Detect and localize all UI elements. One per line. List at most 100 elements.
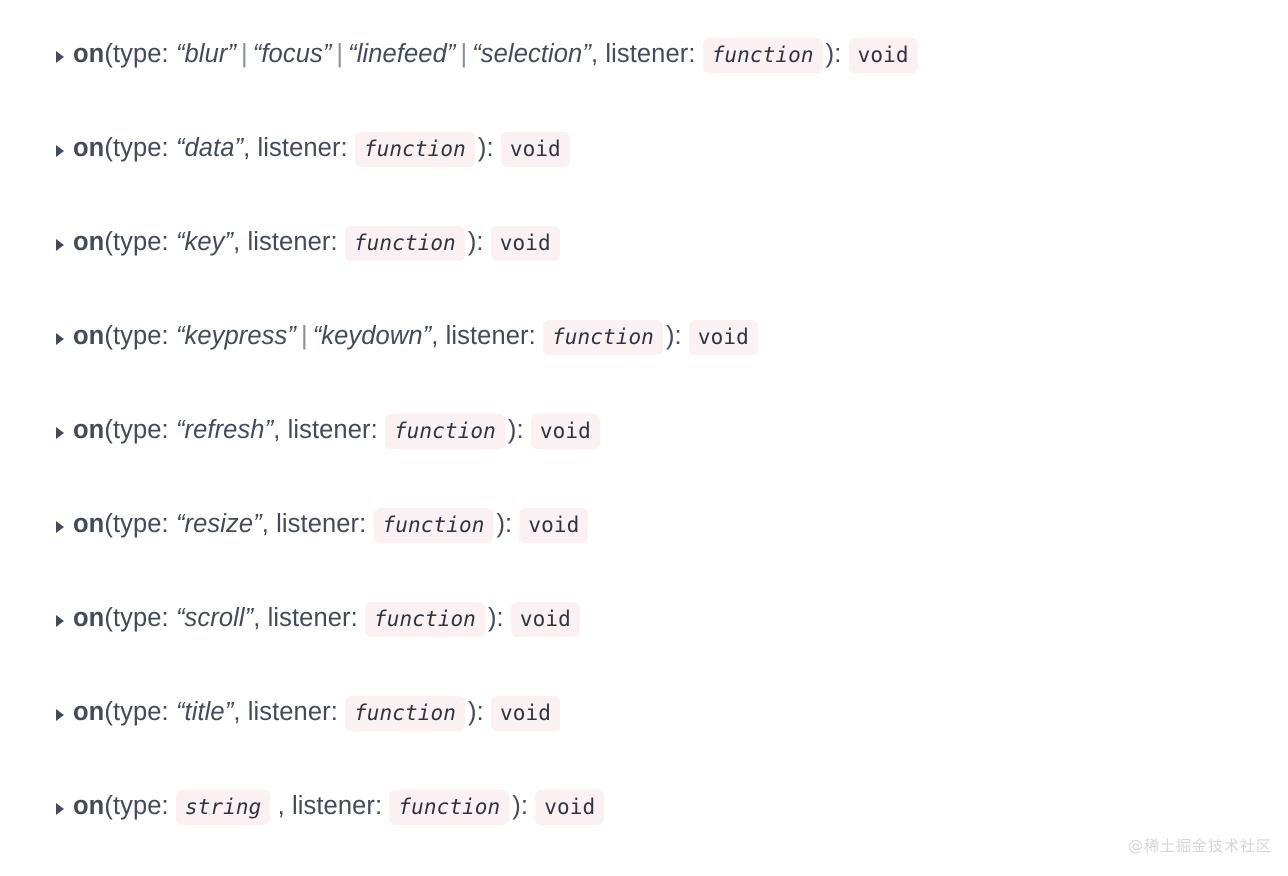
open-paren: ( [104,416,113,444]
param-separator-comma: , [253,604,261,632]
signature-row[interactable]: on(type: “title”, listener: function): v… [0,688,1288,782]
listener-type-code: function [542,320,663,355]
param-separator-comma: , [233,228,241,256]
return-colon: : [520,792,529,820]
type-union-separator: | [241,40,248,68]
type-value: “keypress” [175,322,296,350]
triangle-right-icon[interactable] [56,51,64,63]
type-param-label: type: [112,228,169,256]
signature-text: on(type: “keypress”|“keydown”, listener:… [73,312,758,361]
triangle-right-icon[interactable] [56,333,64,345]
method-name: on [73,792,105,820]
signature-row[interactable]: on(type: “refresh”, listener: function):… [0,406,1288,500]
signature-row[interactable]: on(type: “data”, listener: function): vo… [0,124,1288,218]
triangle-right-icon[interactable] [56,521,64,533]
type-union-separator: | [460,40,468,68]
open-paren: ( [104,698,113,726]
return-type-code: void [519,508,589,543]
signature-row[interactable]: on(type: “resize”, listener: function): … [0,500,1288,594]
method-name: on [73,134,105,162]
triangle-right-icon[interactable] [56,709,64,721]
return-type-code: void [688,320,758,355]
type-value: “linefeed” [348,40,456,68]
type-param-label: type: [112,40,169,68]
type-value: “title” [175,698,234,726]
param-separator-comma: , [261,510,269,538]
signature-row[interactable]: on(type: “key”, listener: function): voi… [0,218,1288,312]
param-separator-comma: , [590,40,599,68]
listener-type-code: function [384,414,505,449]
listener-param-label: listener: [247,698,338,726]
triangle-right-icon[interactable] [56,615,64,627]
return-type-code: void [500,132,570,167]
triangle-right-icon[interactable] [56,803,64,815]
return-colon: : [486,134,494,162]
close-paren: ) [665,322,675,350]
signature-text: on(type: “refresh”, listener: function):… [73,406,600,455]
listener-param-label: listener: [257,134,348,162]
close-paren: ) [487,604,497,632]
type-value: “key” [175,228,234,256]
type-value-code: string [175,790,271,825]
listener-param-label: listener: [276,510,367,538]
type-value: “focus” [252,40,332,68]
signature-text: on(type: string , listener: function): v… [73,782,605,831]
open-paren: ( [104,510,113,538]
signature-text: on(type: “scroll”, listener: function): … [73,594,580,643]
listener-type-code: function [344,226,465,261]
listener-param-label: listener: [287,416,378,444]
return-type-code: void [530,414,600,449]
listener-param-label: listener: [267,604,358,632]
signature-text: on(type: “resize”, listener: function): … [73,500,589,549]
triangle-right-icon[interactable] [56,145,64,157]
close-paren: ) [507,416,517,444]
method-name: on [73,510,105,538]
signature-row[interactable]: on(type: “keypress”|“keydown”, listener:… [0,312,1288,406]
type-value: “data” [175,134,244,162]
type-value: “refresh” [175,416,274,444]
type-value: “resize” [175,510,262,538]
listener-type-code: function [345,696,466,731]
method-name: on [73,698,105,726]
close-paren: ) [467,228,477,256]
param-separator-comma: , [233,698,241,726]
method-name: on [73,40,105,68]
type-param-label: type: [112,322,169,350]
listener-param-label: listener: [291,792,383,820]
close-paren: ) [825,40,835,68]
open-paren: ( [104,228,113,256]
listener-type-code: function [373,508,494,543]
open-paren: ( [104,604,113,632]
open-paren: ( [104,40,113,68]
return-colon: : [476,698,484,726]
param-separator-comma: , [273,416,281,444]
listener-param-label: listener: [605,40,696,68]
listener-param-label: listener: [247,228,338,256]
triangle-right-icon[interactable] [56,239,64,251]
type-value: “keydown” [312,322,432,350]
param-separator-comma: , [431,322,439,350]
type-union-separator: | [300,322,308,350]
listener-param-label: listener: [445,322,536,350]
return-type-code: void [510,602,580,637]
type-param-label: type: [112,698,169,726]
signature-row[interactable]: on(type: “blur”|“focus”|“linefeed”|“sele… [0,30,1288,124]
return-colon: : [505,510,513,538]
signature-row[interactable]: on(type: string , listener: function): v… [0,782,1288,876]
signature-row[interactable]: on(type: “scroll”, listener: function): … [0,594,1288,688]
signature-text: on(type: “blur”|“focus”|“linefeed”|“sele… [73,30,918,79]
type-param-label: type: [112,416,169,444]
param-separator-comma: , [243,134,251,162]
type-param-label: type: [112,510,169,538]
type-union-separator: | [336,40,344,68]
method-name: on [73,604,105,632]
triangle-right-icon[interactable] [56,427,64,439]
return-colon: : [674,322,682,350]
open-paren: ( [104,134,113,162]
close-paren: ) [496,510,506,538]
type-value: “scroll” [175,604,254,632]
type-param-label: type: [112,134,169,162]
return-colon: : [496,604,504,632]
return-colon: : [476,228,484,256]
